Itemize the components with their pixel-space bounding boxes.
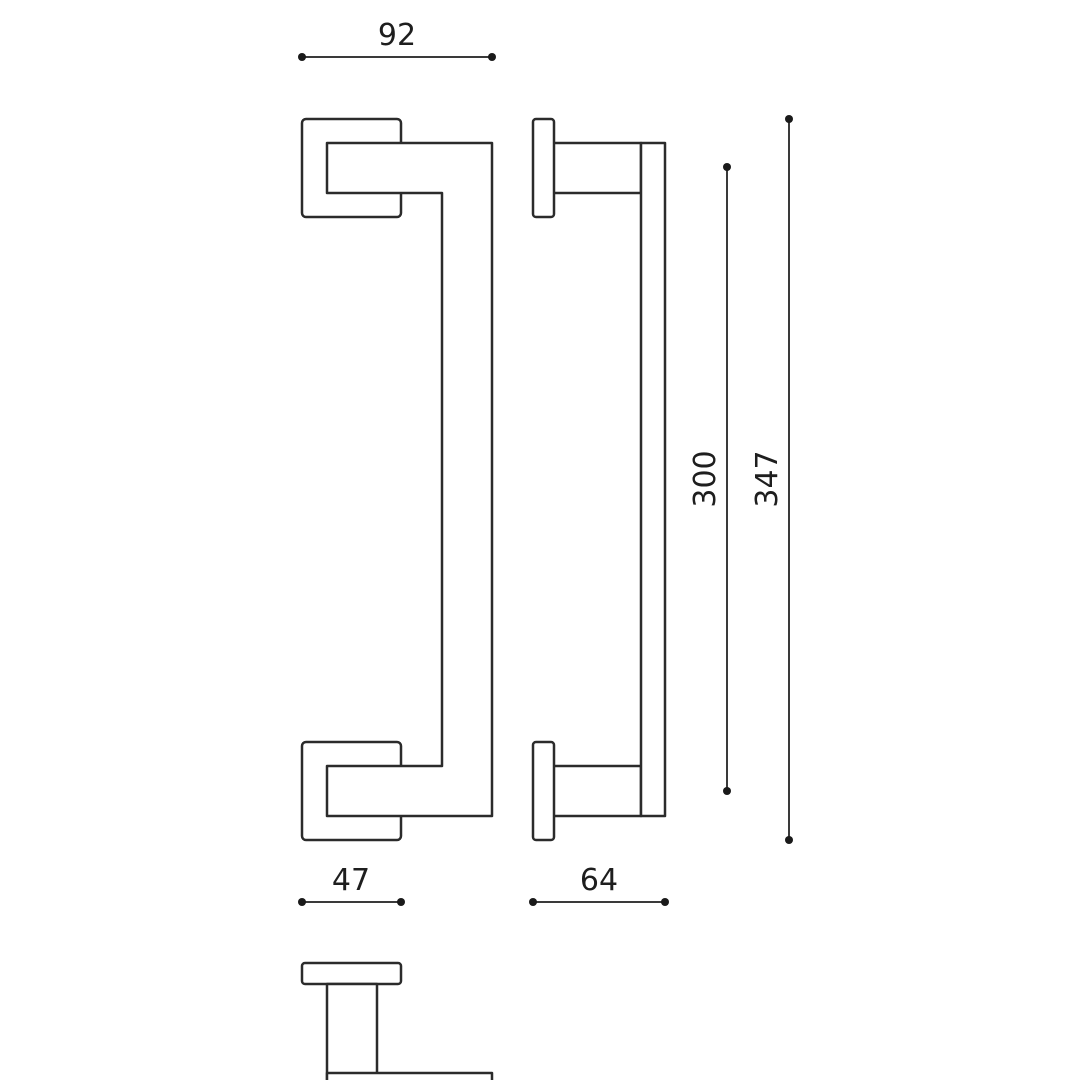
top-view-standoff — [325, 982, 379, 1080]
dimension-center-distance: 300 — [688, 163, 731, 795]
top-view-rose — [300, 961, 403, 986]
front-view — [300, 117, 494, 842]
dimension-label-300: 300 — [688, 450, 723, 507]
top-rose-plate — [531, 117, 556, 219]
bottom-standoff — [551, 764, 643, 818]
side-view — [531, 117, 667, 842]
bottom-rose-plate — [531, 740, 556, 842]
dimension-label-47: 47 — [332, 863, 370, 898]
top-standoff — [551, 141, 643, 195]
dimension-rose-width: 47 — [298, 863, 405, 906]
dimension-width-overall: 92 — [298, 18, 496, 61]
grip-bar — [639, 141, 667, 818]
top-view — [300, 961, 494, 1080]
dimension-label-92: 92 — [378, 18, 416, 53]
top-view-grip — [325, 1071, 494, 1080]
dimension-label-64: 64 — [580, 863, 618, 898]
dimension-overall-length: 347 — [750, 115, 793, 844]
dimension-label-347: 347 — [750, 450, 785, 507]
handle-bar — [325, 141, 494, 818]
dimension-projection: 64 — [529, 863, 669, 906]
